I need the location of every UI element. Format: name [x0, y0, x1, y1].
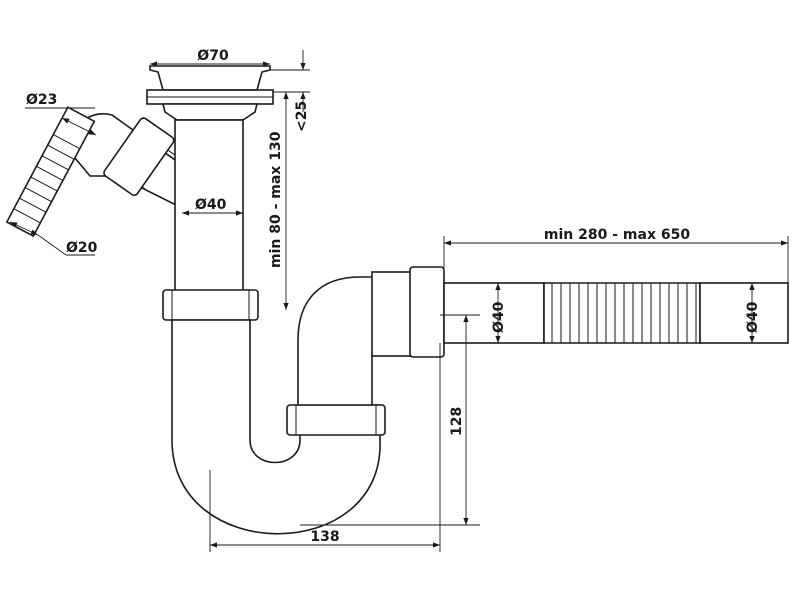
elbow — [297, 276, 379, 406]
dim-flange-height: <25 — [294, 101, 310, 132]
upper-nut — [162, 289, 259, 321]
dim-flex-length: min 280 - max 650 — [544, 227, 690, 243]
outlet-coupling — [371, 271, 413, 357]
dim-pipe-diameter: Ø40 — [195, 197, 227, 213]
outlet-nut — [409, 266, 445, 358]
dim-trap-height: 128 — [449, 407, 465, 436]
dimension-lines — [9, 50, 789, 552]
strainer — [146, 65, 274, 121]
dim-outlet-diameter-left: Ø40 — [491, 301, 507, 333]
dim-inlet-inner: Ø20 — [66, 240, 98, 256]
lower-nut — [286, 404, 386, 436]
dim-trap-width: 138 — [310, 529, 339, 545]
dim-inlet-outer: Ø23 — [26, 92, 57, 108]
corrugated-hose — [443, 282, 789, 344]
dim-strainer-diameter: Ø70 — [197, 48, 229, 64]
dim-vertical-range: min 80 - max 130 — [268, 131, 284, 268]
u-bend — [171, 319, 381, 535]
side-hose-inlet — [5, 106, 187, 238]
dim-outlet-diameter-right: Ø40 — [745, 301, 761, 333]
tailpiece-pipe — [174, 119, 244, 293]
